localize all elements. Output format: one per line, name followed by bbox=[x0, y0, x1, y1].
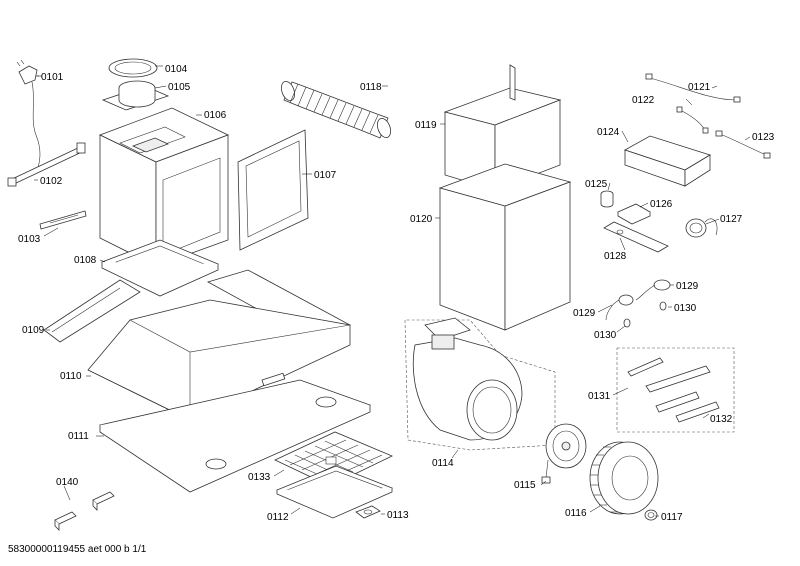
label-0120: 0120 bbox=[410, 214, 433, 225]
part-0108-frame bbox=[100, 239, 220, 297]
part-0109-side-plate bbox=[43, 279, 141, 343]
label-0105: 0105 bbox=[168, 82, 191, 93]
part-0116-fan-wheel bbox=[589, 441, 659, 515]
label-0122: 0122 bbox=[632, 95, 655, 106]
part-0104-flange-ring bbox=[108, 58, 158, 78]
part-0117-cap bbox=[644, 509, 658, 521]
leader-lines bbox=[34, 65, 751, 517]
label-0131: 0131 bbox=[588, 391, 611, 402]
part-0103-strip bbox=[39, 210, 87, 230]
label-0108: 0108 bbox=[74, 255, 97, 266]
part-0115-motor bbox=[541, 423, 587, 484]
label-0133: 0133 bbox=[248, 472, 271, 483]
label-0104: 0104 bbox=[165, 64, 188, 75]
label-0101: 0101 bbox=[41, 72, 64, 83]
part-0112-filter-tray bbox=[275, 465, 394, 519]
part-0118-flexible-duct bbox=[281, 80, 391, 139]
label-0110: 0110 bbox=[60, 371, 82, 382]
document-reference: 58300000119455 aet 000 b 1/1 bbox=[8, 544, 147, 555]
part-0124-control-box bbox=[624, 135, 711, 187]
part-0131-0132-control-boards bbox=[616, 347, 735, 433]
label-0102: 0102 bbox=[40, 176, 63, 187]
part-0101-power-plug bbox=[16, 59, 42, 169]
part-0129-lamp-holder-b bbox=[635, 279, 671, 301]
label-0132: 0132 bbox=[710, 414, 733, 425]
part-0121-cable bbox=[645, 73, 741, 103]
label-0127: 0127 bbox=[720, 214, 743, 225]
part-0129-lamp-holder-a bbox=[605, 294, 634, 321]
part-0140-clips bbox=[54, 491, 115, 531]
label-0130-right: 0130 bbox=[674, 303, 697, 314]
part-0130-bulb-b bbox=[659, 301, 667, 311]
label-0103: 0103 bbox=[18, 234, 41, 245]
label-0130-left: 0130 bbox=[594, 330, 617, 341]
part-0102-mounting-bracket bbox=[7, 142, 86, 187]
part-0106-housing-box bbox=[98, 107, 230, 267]
label-0128: 0128 bbox=[604, 251, 627, 262]
part-0126-switch-module bbox=[617, 203, 651, 225]
label-0114: 0114 bbox=[432, 458, 454, 469]
part-0123-cable bbox=[715, 130, 771, 159]
part-0125-capacitor bbox=[600, 190, 614, 208]
part-0111-bottom-plate bbox=[99, 379, 372, 493]
part-0122-cable bbox=[676, 106, 709, 134]
part-0114-fan-housing bbox=[404, 317, 556, 451]
label-0116: 0116 bbox=[565, 508, 587, 519]
label-0117: 0117 bbox=[661, 512, 683, 523]
label-0129-left: 0129 bbox=[573, 308, 596, 319]
label-0118: 0118 bbox=[360, 82, 382, 93]
label-0123: 0123 bbox=[752, 132, 775, 143]
part-0107-side-panel bbox=[237, 129, 309, 251]
label-0140: 0140 bbox=[56, 477, 79, 488]
label-0109: 0109 bbox=[22, 325, 45, 336]
label-0111: 0111 bbox=[68, 431, 89, 442]
part-0130-bulb-a bbox=[623, 318, 631, 328]
label-0124: 0124 bbox=[597, 127, 620, 138]
part-0128-plate bbox=[603, 221, 669, 253]
part-0110-hood-canopy bbox=[87, 269, 352, 421]
label-0129-right: 0129 bbox=[676, 281, 699, 292]
part-0120-lower-chimney bbox=[438, 163, 572, 331]
label-0112: 0112 bbox=[267, 512, 289, 523]
label-0115: 0115 bbox=[514, 480, 536, 491]
label-0113: 0113 bbox=[387, 510, 409, 521]
label-0106: 0106 bbox=[204, 110, 227, 121]
part-0113-clip bbox=[355, 505, 381, 519]
label-0126: 0126 bbox=[650, 199, 673, 210]
label-0107: 0107 bbox=[314, 170, 337, 181]
label-0125: 0125 bbox=[585, 179, 608, 190]
part-0105-air-outlet bbox=[101, 80, 170, 111]
label-0119: 0119 bbox=[415, 120, 437, 131]
label-0121: 0121 bbox=[688, 82, 711, 93]
